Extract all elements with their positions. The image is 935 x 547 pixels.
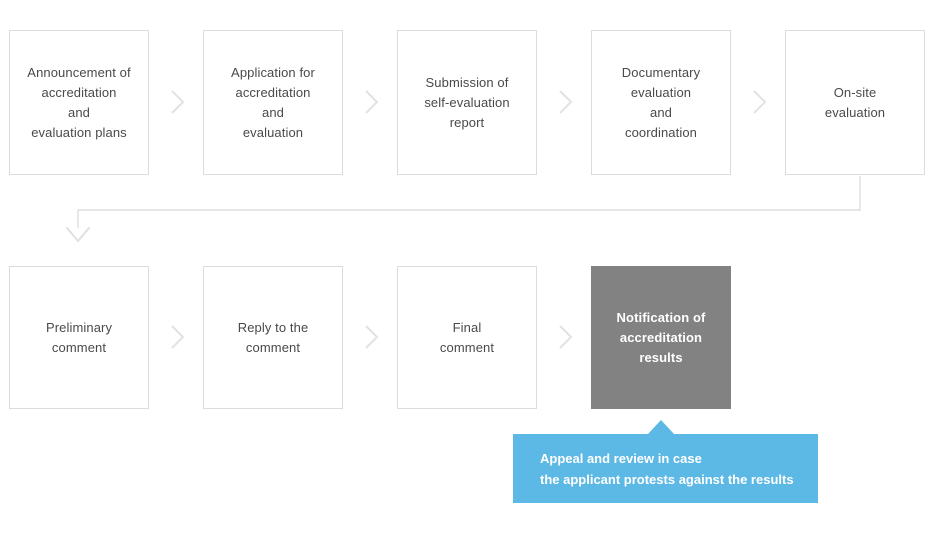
chevron-right-icon (552, 85, 578, 119)
step-label: Reply to the comment (237, 319, 309, 355)
step-box-self-evaluation-report[interactable]: Submission of self-evaluation report (397, 30, 537, 175)
step-label: Announcement of accreditation and evalua… (27, 64, 131, 140)
step-box-announcement[interactable]: Announcement of accreditation and evalua… (9, 30, 149, 175)
appeal-callout-text: Appeal and review in case the applicant … (540, 450, 794, 487)
step-box-application[interactable]: Application for accreditation and evalua… (203, 30, 343, 175)
chevron-right-icon (164, 85, 190, 119)
step-label: Notification of accreditation results (616, 309, 706, 365)
appeal-callout[interactable]: Appeal and review in case the applicant … (513, 434, 818, 503)
step-box-documentary-evaluation[interactable]: Documentary evaluation and coordination (591, 30, 731, 175)
step-label: Application for accreditation and evalua… (231, 64, 315, 140)
chevron-right-icon (358, 85, 384, 119)
chevron-right-icon (552, 320, 578, 354)
step-box-on-site-evaluation[interactable]: On-site evaluation (785, 30, 925, 175)
step-box-notification-of-results[interactable]: Notification of accreditation results (591, 266, 731, 409)
step-box-reply-to-comment[interactable]: Reply to the comment (203, 266, 343, 409)
step-label: Documentary evaluation and coordination (621, 64, 701, 140)
chevron-right-icon (164, 320, 190, 354)
chevron-right-icon (358, 320, 384, 354)
chevron-right-icon (746, 85, 772, 119)
step-label: Preliminary comment (45, 319, 113, 355)
step-label: On-site evaluation (824, 84, 886, 120)
callout-tail-icon (648, 420, 674, 434)
step-label: Final comment (439, 319, 495, 355)
step-label: Submission of self-evaluation report (424, 74, 510, 130)
step-box-final-comment[interactable]: Final comment (397, 266, 537, 409)
step-box-preliminary-comment[interactable]: Preliminary comment (9, 266, 149, 409)
